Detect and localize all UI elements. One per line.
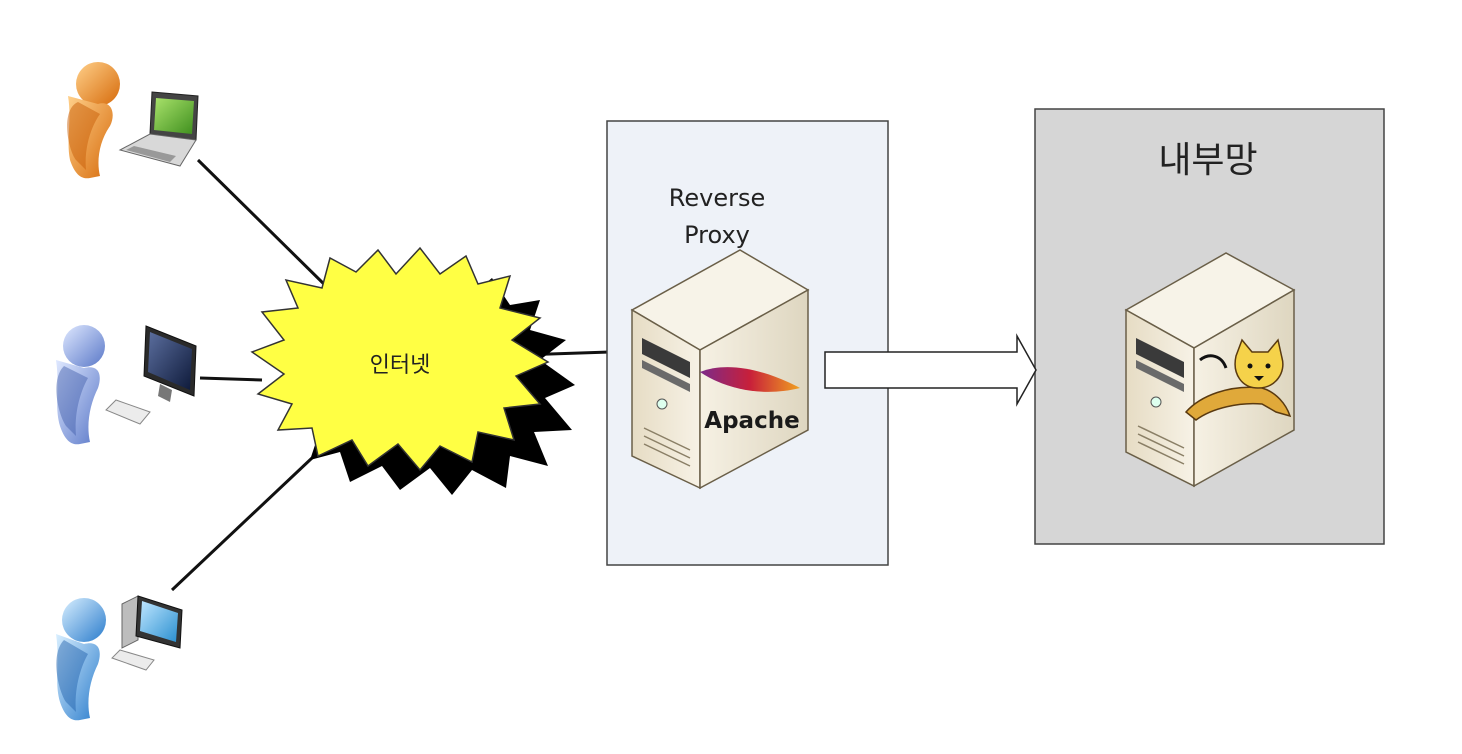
proxy-title-line2: Proxy [684,221,750,249]
tomcat-server [1124,252,1296,488]
person-darkblue-icon [56,598,106,721]
tomcat-drive-bay-1 [1136,338,1184,378]
person-orange-icon [67,62,120,179]
link-tower-internet [170,456,314,592]
tomcat-cat-icon [1184,338,1292,421]
person-blue-icon [56,325,105,445]
desktop-tower-icon [111,595,183,671]
proxy-title-line1: Reverse [669,184,765,212]
apache-drive-bay-2 [642,360,690,392]
link-desktop-internet [199,376,263,382]
apache-drive-bay-1 [642,338,690,378]
link-laptop-internet [196,158,332,292]
forward-arrow [824,333,1037,407]
internet-cloud-body [250,246,550,472]
apache-feather-icon [700,367,800,392]
internet-cloud: 인터넷 [250,246,575,495]
laptop-icon [118,91,199,167]
apache-server: Apache [630,249,810,490]
tomcat-power-led [1150,396,1162,408]
internet-label: 인터넷 [370,353,431,378]
tomcat-drive-bay-2 [1136,360,1184,392]
apache-power-led [656,398,668,410]
apache-vent-lines [643,427,691,467]
user-laptop [67,62,199,179]
desktop-monitor-icon [105,325,197,425]
user-tower [56,595,183,721]
user-desktop [56,325,197,445]
tomcat-vent-lines [1137,425,1185,465]
apache-logo-text: Apache [704,408,799,434]
internal-network-title: 내부망 [1158,140,1257,181]
